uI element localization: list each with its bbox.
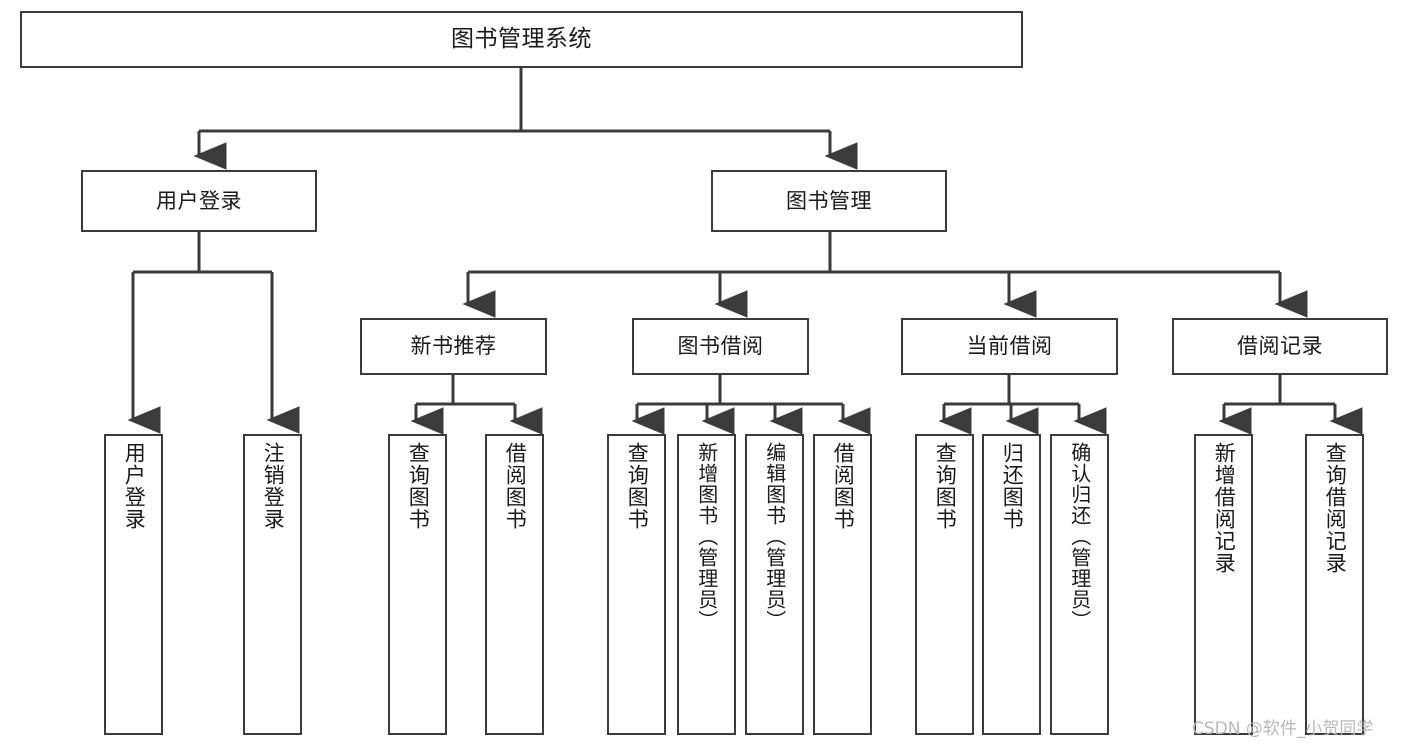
node-label: 查询图书 xyxy=(933,442,958,530)
node-label: 新书推荐 xyxy=(410,334,497,359)
node-label: 图书借阅 xyxy=(677,334,764,359)
leaf-user-login-login[interactable]: 用户登录 xyxy=(104,434,163,735)
leaf-current-borrow-confirm-return-admin[interactable]: 确认归还（管理员） xyxy=(1050,434,1109,735)
leaf-user-login-logout[interactable]: 注销登录 xyxy=(243,434,302,735)
leaf-book-borrow-edit-book-admin[interactable]: 编辑图书（管理员） xyxy=(745,434,804,735)
leaf-new-book-query-book[interactable]: 查询图书 xyxy=(388,434,447,735)
node-label: 图书管理 xyxy=(786,188,872,213)
leaf-current-borrow-query-book[interactable]: 查询图书 xyxy=(915,434,974,735)
node-label: 编辑图书（管理员） xyxy=(762,442,787,631)
node-label: 借阅图书 xyxy=(831,442,856,530)
node-label: 查询图书 xyxy=(625,442,650,530)
node-label: 新增图书（管理员） xyxy=(694,442,719,631)
node-user-login[interactable]: 用户登录 xyxy=(81,170,317,232)
node-new-book-recommend[interactable]: 新书推荐 xyxy=(360,318,547,375)
leaf-book-borrow-add-book-admin[interactable]: 新增图书（管理员） xyxy=(677,434,736,735)
node-label: 查询图书 xyxy=(406,442,431,530)
node-label: 新增借阅记录 xyxy=(1212,442,1237,574)
node-label: 确认归还（管理员） xyxy=(1067,442,1092,631)
node-book-borrow[interactable]: 图书借阅 xyxy=(632,318,809,375)
node-label: 注销登录 xyxy=(261,442,286,530)
node-borrow-record[interactable]: 借阅记录 xyxy=(1172,318,1388,375)
leaf-book-borrow-query-book[interactable]: 查询图书 xyxy=(607,434,666,735)
node-book-management[interactable]: 图书管理 xyxy=(711,170,947,232)
node-label: 图书管理系统 xyxy=(451,25,592,52)
node-label: 借阅记录 xyxy=(1237,334,1323,359)
node-label: 查询借阅记录 xyxy=(1323,442,1348,574)
leaf-new-book-borrow-book[interactable]: 借阅图书 xyxy=(485,434,544,735)
node-label: 当前借阅 xyxy=(966,334,1053,359)
node-label: 用户登录 xyxy=(122,442,147,530)
node-label: 归还图书 xyxy=(1000,442,1025,530)
leaf-book-borrow-borrow-book[interactable]: 借阅图书 xyxy=(813,434,872,735)
node-current-borrow[interactable]: 当前借阅 xyxy=(901,318,1118,375)
leaf-current-borrow-return-book[interactable]: 归还图书 xyxy=(982,434,1041,735)
csdn-watermark: CSDN @软件_小贺同学 xyxy=(1192,719,1374,739)
leaf-borrow-record-add-record[interactable]: 新增借阅记录 xyxy=(1194,434,1253,735)
node-label: 用户登录 xyxy=(156,188,242,213)
node-root-system[interactable]: 图书管理系统 xyxy=(20,11,1023,68)
leaf-borrow-record-query-record[interactable]: 查询借阅记录 xyxy=(1305,434,1364,735)
node-label: 借阅图书 xyxy=(503,442,528,530)
